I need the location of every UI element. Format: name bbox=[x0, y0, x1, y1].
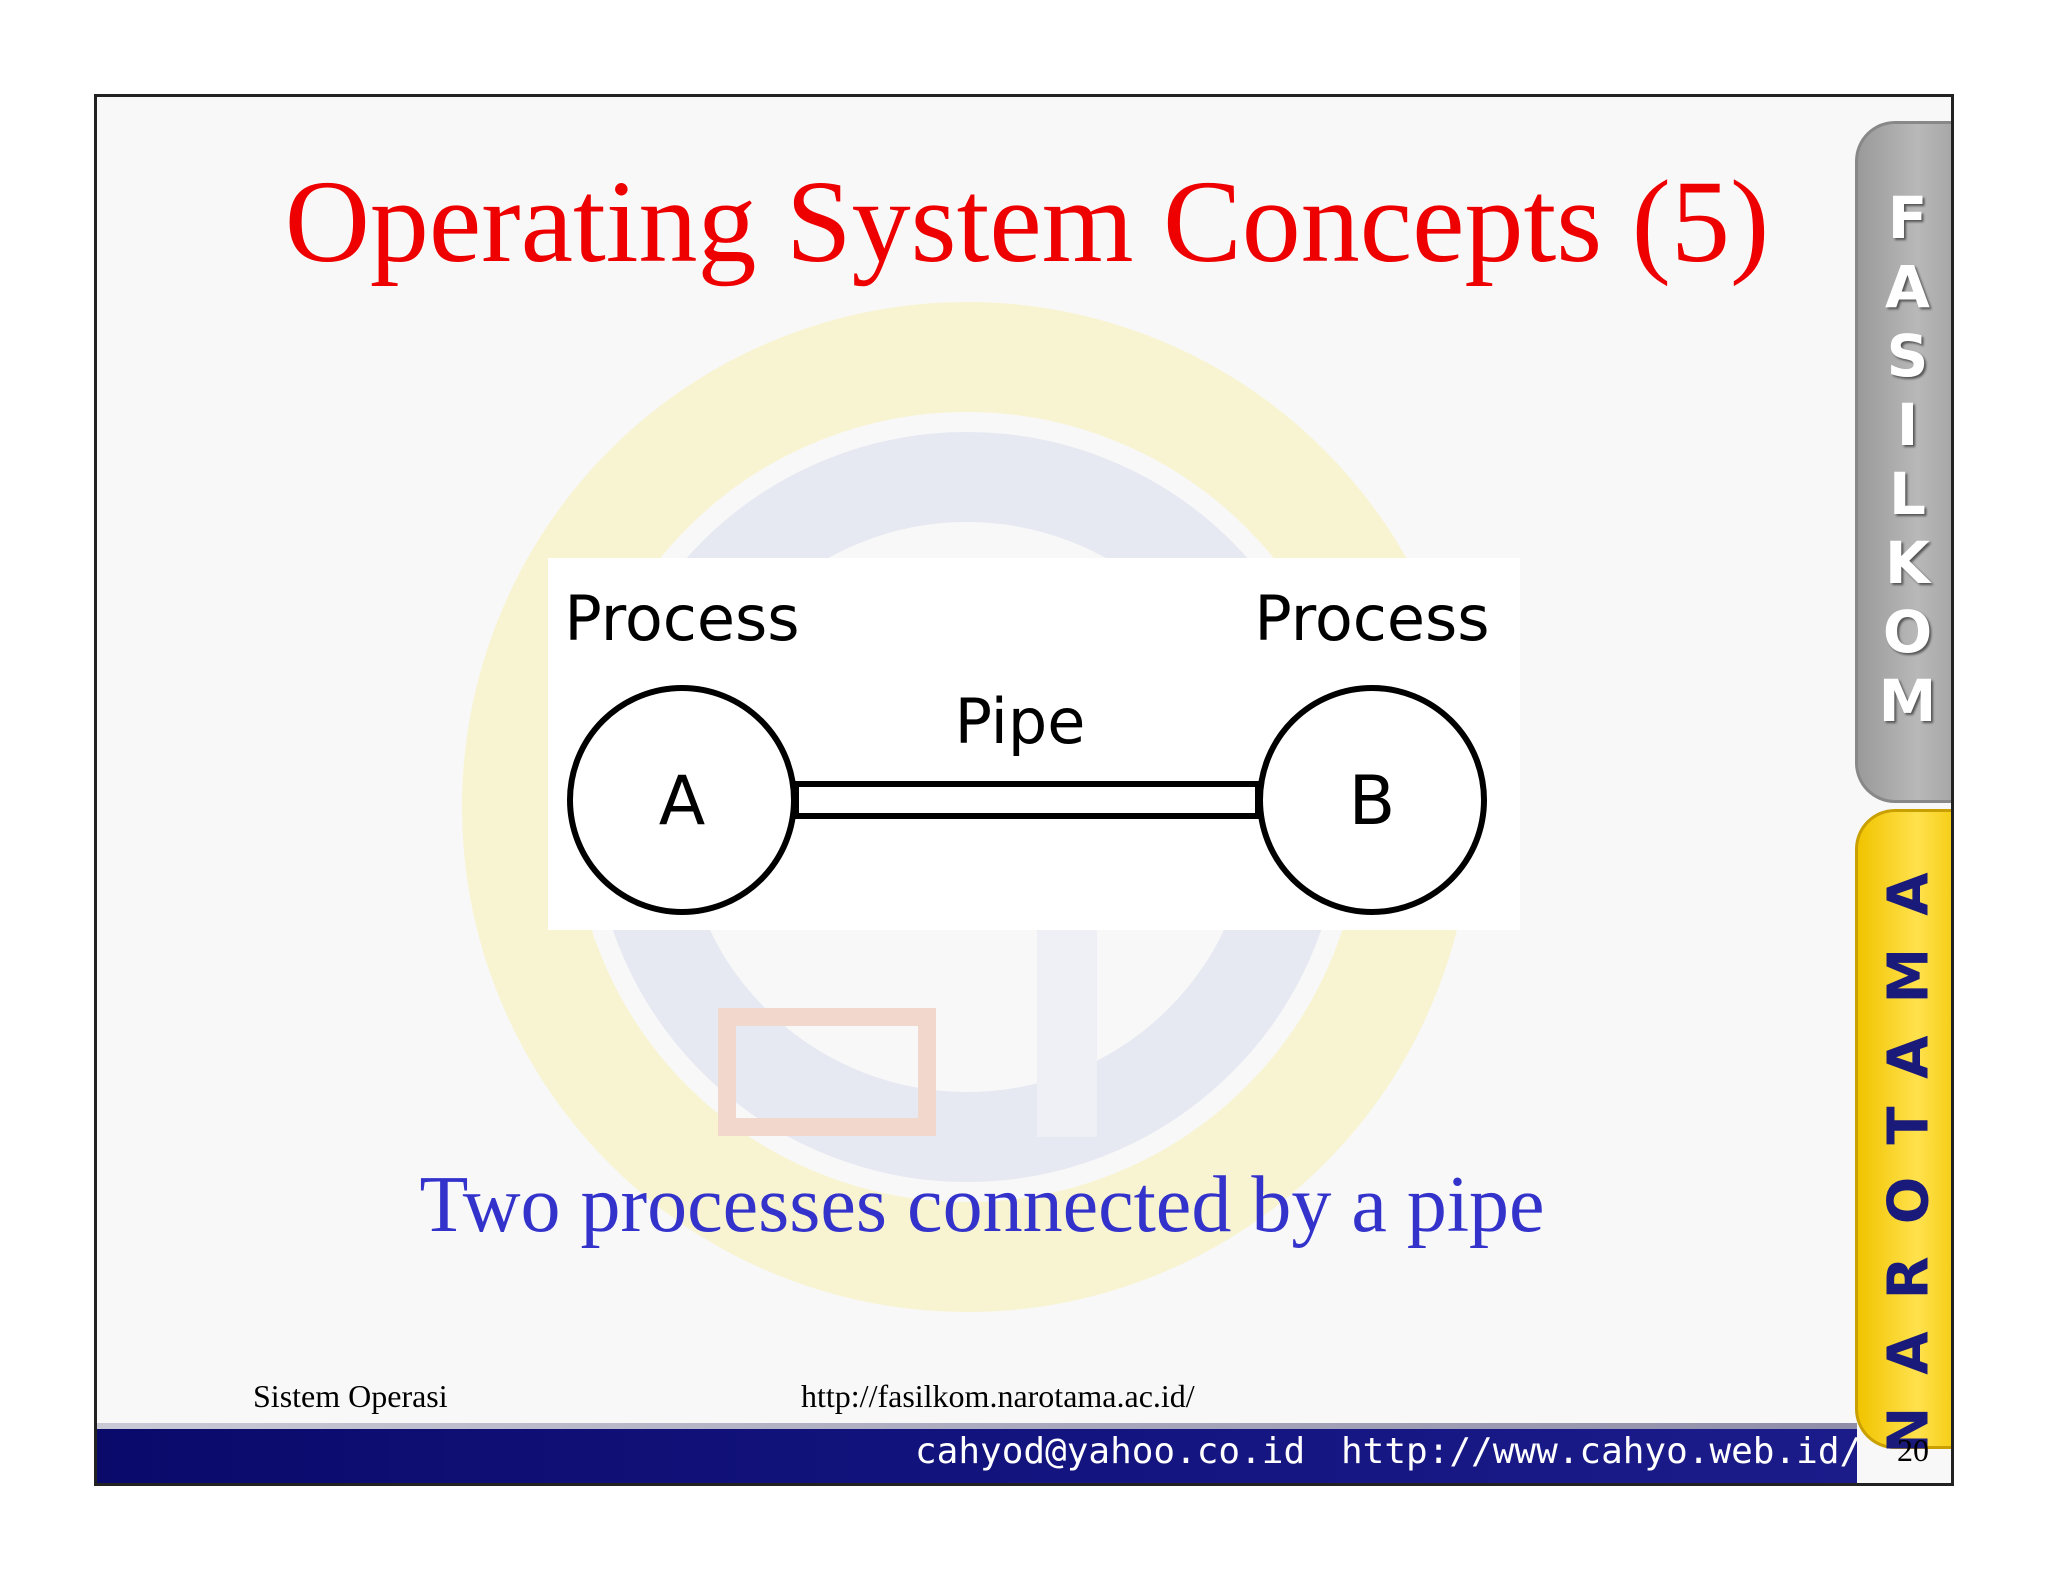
pipe-label: Pipe bbox=[955, 685, 1086, 758]
footer-url[interactable]: http://www.cahyo.web.id/ bbox=[1341, 1431, 1862, 1472]
footer-site-link[interactable]: http://fasilkom.narotama.ac.id/ bbox=[801, 1378, 1195, 1414]
process-a-node bbox=[567, 685, 797, 915]
footer-course: Sistem Operasi bbox=[253, 1378, 448, 1414]
tab-letter: M bbox=[1878, 667, 1937, 735]
narotama-side-tab: NAROTAMA bbox=[1855, 809, 1951, 1454]
process-a-label: Process bbox=[564, 582, 799, 655]
pipe bbox=[793, 781, 1261, 819]
fasilkom-side-tab: F A S I L K O M bbox=[1855, 121, 1951, 803]
pipe-diagram-svg: Process Process Pipe A B bbox=[564, 582, 1490, 915]
bottom-bar bbox=[97, 1429, 1857, 1483]
process-b-letter: B bbox=[1349, 762, 1396, 841]
process-b-label: Process bbox=[1254, 582, 1489, 655]
tab-letter: L bbox=[1889, 460, 1926, 528]
pipe-diagram: Process Process Pipe A B bbox=[548, 558, 1520, 930]
tab-letter: S bbox=[1886, 322, 1929, 390]
slide: Operating System Concepts (5) Process Pr… bbox=[94, 94, 1954, 1486]
process-a-letter: A bbox=[659, 762, 706, 841]
tab-letter: A bbox=[1885, 253, 1930, 321]
slide-title: Operating System Concepts (5) bbox=[284, 156, 1770, 287]
page-number: 20 bbox=[1897, 1432, 1929, 1468]
process-b-node bbox=[1257, 685, 1487, 915]
slide-caption: Two processes connected by a pipe bbox=[419, 1161, 1545, 1249]
narotama-label: NAROTAMA bbox=[1876, 840, 1942, 1454]
footer-email[interactable]: cahyod@yahoo.co.id bbox=[915, 1431, 1306, 1472]
tab-letter: I bbox=[1896, 391, 1919, 459]
tab-letter: K bbox=[1885, 529, 1930, 597]
tab-letter: O bbox=[1882, 598, 1933, 666]
bottom-bar-highlight bbox=[97, 1423, 1857, 1430]
fasilkom-letters: F A S I L K O M bbox=[1858, 184, 1951, 736]
tab-letter: F bbox=[1887, 184, 1928, 252]
